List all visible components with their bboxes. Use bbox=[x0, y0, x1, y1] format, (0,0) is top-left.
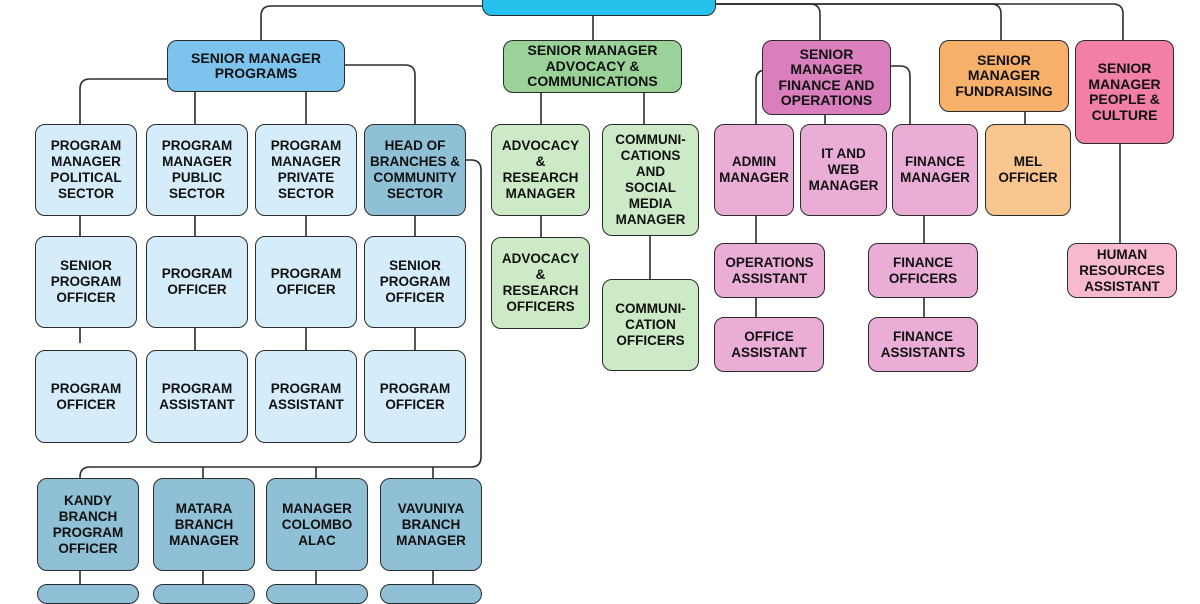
node-colombo-alac: MANAGER COLOMBO ALAC bbox=[266, 478, 368, 571]
connector-top-branch bbox=[714, 3, 1124, 40]
node-advocacy-research-officers: ADVOCACY & RESEARCH OFFICERS bbox=[491, 237, 590, 329]
node-senior-manager-people: SENIOR MANAGER PEOPLE & CULTURE bbox=[1075, 40, 1174, 144]
node-program-officer-political-2: PROGRAM OFFICER bbox=[35, 350, 137, 443]
node-program-officer-branches-2: PROGRAM OFFICER bbox=[364, 350, 466, 443]
node-advocacy-research-manager: ADVOCACY & RESEARCH MANAGER bbox=[491, 124, 590, 216]
node-kandy-branch: KANDY BRANCH PROGRAM OFFICER bbox=[37, 478, 139, 571]
node-human-resources-assistant: HUMAN RESOURCES ASSISTANT bbox=[1067, 243, 1177, 298]
node-finance-assistants: FINANCE ASSISTANTS bbox=[868, 317, 978, 372]
node-program-officer-private: PROGRAM OFFICER bbox=[255, 236, 357, 328]
node-senior-manager-finance: SENIOR MANAGER FINANCE AND OPERATIONS bbox=[762, 40, 891, 115]
node-admin-manager: ADMIN MANAGER bbox=[714, 124, 794, 216]
node-program-assistant-private: PROGRAM ASSISTANT bbox=[255, 350, 357, 443]
connector-programs bbox=[344, 64, 416, 124]
node-senior-program-officer-political: SENIOR PROGRAM OFFICER bbox=[35, 236, 137, 328]
node-partial-bottom bbox=[153, 584, 255, 604]
node-head-of-branches: HEAD OF BRANCHES & COMMUNITY SECTOR bbox=[364, 124, 466, 216]
node-communication-officers: COMMUNI- CATION OFFICERS bbox=[602, 279, 699, 371]
node-senior-manager-fundraising: SENIOR MANAGER FUNDRAISING bbox=[939, 40, 1069, 112]
node-senior-program-officer-branches: SENIOR PROGRAM OFFICER bbox=[364, 236, 466, 328]
node-office-assistant: OFFICE ASSISTANT bbox=[714, 317, 824, 372]
node-operations-assistant: OPERATIONS ASSISTANT bbox=[714, 243, 825, 298]
connector-finance bbox=[890, 65, 911, 124]
node-finance-manager: FINANCE MANAGER bbox=[892, 124, 978, 216]
node-vavuniya-branch: VAVUNIYA BRANCH MANAGER bbox=[380, 478, 482, 571]
node-program-manager-public: PROGRAM MANAGER PUBLIC SECTOR bbox=[146, 124, 248, 216]
node-partial-bottom bbox=[266, 584, 368, 604]
node-program-officer-public: PROGRAM OFFICER bbox=[146, 236, 248, 328]
node-matara-branch: MATARA BRANCH MANAGER bbox=[153, 478, 255, 571]
node-communications-manager: COMMUNI- CATIONS AND SOCIAL MEDIA MANAGE… bbox=[602, 124, 699, 236]
node-partial-bottom bbox=[380, 584, 482, 604]
connector-branches bbox=[79, 159, 482, 478]
node-program-assistant-public: PROGRAM ASSISTANT bbox=[146, 350, 248, 443]
node-mel-officer: MEL OFFICER bbox=[985, 124, 1071, 216]
node-senior-manager-programs: SENIOR MANAGER PROGRAMS bbox=[167, 40, 345, 92]
connector-top-branch bbox=[260, 5, 484, 40]
node-senior-manager-advocacy: SENIOR MANAGER ADVOCACY & COMMUNICATIONS bbox=[503, 40, 682, 93]
connector-top-branch bbox=[714, 3, 1002, 40]
node-finance-officers: FINANCE OFFICERS bbox=[868, 243, 978, 298]
node-program-manager-political: PROGRAM MANAGER POLITICAL SECTOR bbox=[35, 124, 137, 216]
connector-top-branch bbox=[714, 3, 821, 40]
connector-programs bbox=[79, 78, 168, 124]
top-node-partial bbox=[482, 0, 716, 16]
node-program-manager-private: PROGRAM MANAGER PRIVATE SECTOR bbox=[255, 124, 357, 216]
node-it-web-manager: IT AND WEB MANAGER bbox=[800, 124, 887, 216]
node-partial-bottom bbox=[37, 584, 139, 604]
